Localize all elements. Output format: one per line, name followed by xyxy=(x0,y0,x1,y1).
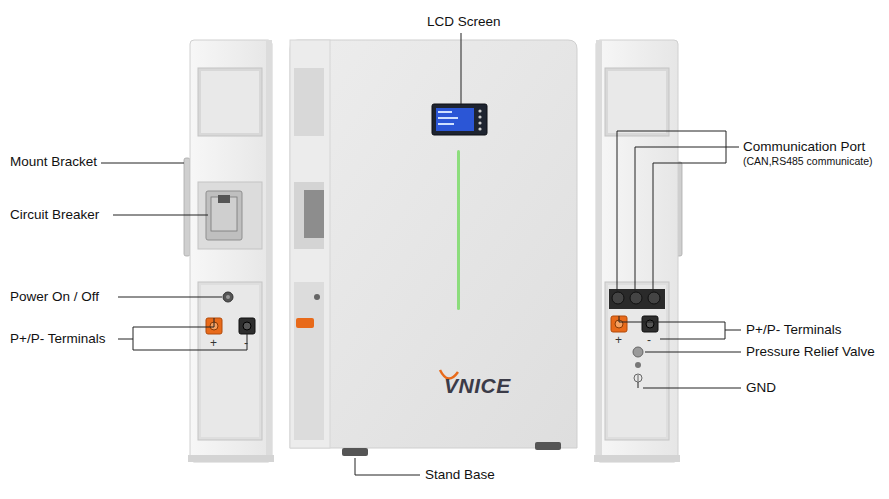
callout-label: Power On / Off xyxy=(10,289,99,305)
brand-logo: VNICE xyxy=(444,374,511,398)
callout-label: Mount Bracket xyxy=(10,154,97,170)
callout-label: Stand Base xyxy=(425,467,495,483)
callout-label: Pressure Relief Valve xyxy=(746,344,875,360)
polarity-mark: - xyxy=(647,334,651,346)
callout-label: P+/P- Terminals xyxy=(746,322,841,338)
callout-label: Circuit Breaker xyxy=(10,207,99,223)
polarity-mark: - xyxy=(244,337,248,349)
callout-label: GND xyxy=(746,380,776,396)
callout-label: LCD Screen xyxy=(427,14,501,30)
polarity-mark: + xyxy=(210,337,217,349)
polarity-mark: + xyxy=(615,334,622,346)
callout-label: Communication Port xyxy=(743,139,865,155)
callout-note: (CAN,RS485 communicate) xyxy=(743,155,873,167)
callout-label: P+/P- Terminals xyxy=(10,331,105,347)
